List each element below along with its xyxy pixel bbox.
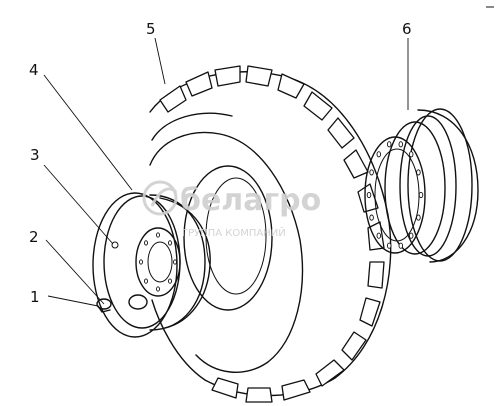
- hub-bolt-holes: [139, 232, 177, 292]
- hub-bolt-hole: [156, 286, 160, 292]
- hub-bolt-hole: [173, 259, 177, 265]
- rim-bolt-hole: [369, 169, 374, 176]
- callout-1: 1: [30, 288, 40, 306]
- hub-bolt-hole: [168, 278, 172, 284]
- rim-bolt-hole: [418, 191, 424, 199]
- watermark-tagline: ГРУППА КОМПАНИЙ: [182, 226, 286, 239]
- tire: [149, 65, 392, 403]
- callout-6: 6: [402, 20, 412, 38]
- callout-3: 3: [30, 146, 40, 164]
- hub-bolt-hole: [144, 278, 148, 284]
- tread-lug: [159, 85, 187, 113]
- leader-lines: [43, 37, 409, 307]
- rim-bolt-hole: [376, 151, 382, 158]
- rim-bolt-hole: [408, 151, 414, 158]
- callout-2: 2: [29, 228, 39, 246]
- rim-bolt-hole: [386, 141, 392, 148]
- rim-bolt-hole: [408, 232, 414, 239]
- callout-4: 4: [29, 61, 39, 79]
- hub-bolt-hole: [156, 232, 160, 238]
- rim-bolt-hole: [416, 214, 421, 221]
- rim-bolt-hole: [369, 214, 374, 221]
- tread-lug: [185, 71, 213, 97]
- tread-lug: [245, 65, 273, 87]
- rim-bolt-holes: [366, 141, 424, 249]
- tread-lug: [367, 221, 385, 251]
- rim-bolt-hole: [416, 169, 421, 176]
- tread-lug: [359, 297, 381, 327]
- tread-lug: [277, 73, 305, 99]
- wheel-disc: [92, 192, 211, 338]
- rim-bolt-hole: [398, 242, 404, 249]
- watermark: белагро ГРУППА КОМПАНИЙ: [142, 180, 321, 239]
- tread-lug: [281, 379, 311, 401]
- rim-bolt-hole: [386, 242, 392, 249]
- hub-bolt-hole: [144, 240, 148, 246]
- rim-bolt-hole: [398, 141, 404, 148]
- tread-lug: [214, 65, 241, 87]
- tread-lug: [211, 377, 239, 399]
- tire-tread-lugs: [159, 65, 385, 403]
- tread-lug: [303, 91, 333, 121]
- tread-lug: [327, 117, 355, 149]
- tread-lug: [367, 261, 385, 289]
- rim-bolt-hole: [366, 191, 372, 199]
- rim-bolt-hole: [376, 232, 382, 239]
- rim-right: [364, 108, 479, 263]
- tread-lug: [341, 331, 367, 361]
- watermark-brand: белагро: [180, 183, 321, 218]
- hub-bolt-hole: [168, 240, 172, 246]
- tread-lug: [245, 387, 273, 403]
- hub-bolt-hole: [139, 259, 143, 265]
- tread-lug: [315, 359, 345, 387]
- tread-lug: [343, 149, 369, 179]
- callout-5: 5: [146, 20, 156, 38]
